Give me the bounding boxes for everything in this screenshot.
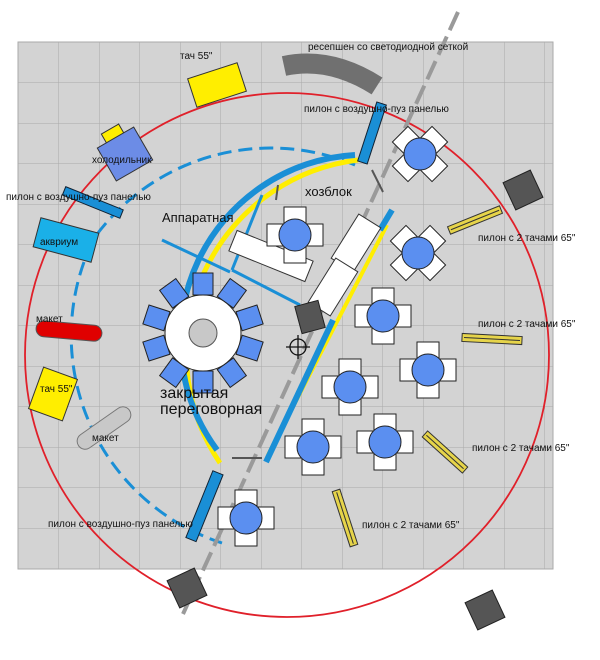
label-reception: ресепшен со светодиодной сеткой	[308, 42, 468, 53]
boundary-circle	[24, 92, 550, 618]
pylon-touch-65-3	[421, 430, 469, 474]
hardware-room-wall-1	[230, 194, 264, 271]
label-touch-top: тач 55"	[180, 51, 213, 62]
label-pylon-air-bottom: пилон с воздушно-пуз панелью	[48, 519, 193, 530]
aquarium	[32, 217, 100, 263]
label-fridge: холодильник	[92, 155, 152, 166]
meeting-chair	[192, 272, 214, 296]
pylon-air-bottom	[185, 470, 224, 543]
pylon-touch-65-4	[331, 488, 359, 548]
pylon-air-top	[357, 101, 387, 165]
label-pylon-touch-1: пилон с 2 тачами 65"	[478, 233, 576, 244]
label-pylon-touch-4: пилон с 2 тачами 65"	[362, 520, 460, 531]
pylon-touch-65-2	[461, 332, 523, 346]
touch-55-top	[187, 62, 247, 108]
grid-floor	[17, 41, 554, 570]
meeting-room-blue-wall	[177, 152, 356, 452]
door-line-1	[275, 184, 279, 201]
hardware-room-wall-3	[231, 268, 301, 307]
model-red	[35, 320, 103, 342]
label-model-grey: макет	[92, 433, 119, 444]
column-top-right	[502, 169, 544, 211]
label-pylon-touch-2: пилон с 2 тачами 65"	[478, 319, 576, 330]
column-bottom-right	[464, 589, 506, 631]
center-marker	[286, 335, 310, 359]
meeting-table-center	[188, 318, 218, 348]
label-pylon-touch-3: пилон с 2 тачами 65"	[472, 443, 570, 454]
meeting-table	[142, 272, 264, 394]
diagonal-blue-wall-top	[377, 208, 395, 232]
label-utility-block: хозблок	[305, 184, 352, 199]
fridge	[96, 126, 154, 182]
label-model-red: макет	[36, 314, 63, 325]
hardware-room-wall-2	[161, 238, 231, 274]
model-grey	[76, 406, 132, 450]
label-pylon-air-left: пилон с воздушно-пуз панелью	[6, 192, 151, 203]
label-aquarium: аквриум	[40, 237, 78, 248]
door-line-2	[371, 169, 384, 193]
label-meeting-room-2: переговорная	[160, 401, 262, 418]
label-pylon-air-top: пилон с воздушно-пуз панелью	[304, 104, 449, 115]
label-meeting-room-1: закрытая	[160, 385, 228, 402]
pylon-touch-65-1	[446, 205, 504, 235]
dark-block-center	[294, 299, 326, 335]
column-bottom-left	[166, 567, 208, 609]
touch-55-left	[27, 366, 79, 422]
label-touch-left: тач 55"	[40, 384, 73, 395]
label-hardware-room: Аппаратная	[162, 210, 234, 225]
diagonal-blue-wall	[263, 318, 336, 464]
pylon-air-left	[61, 186, 124, 219]
reception-desk	[281, 53, 383, 95]
